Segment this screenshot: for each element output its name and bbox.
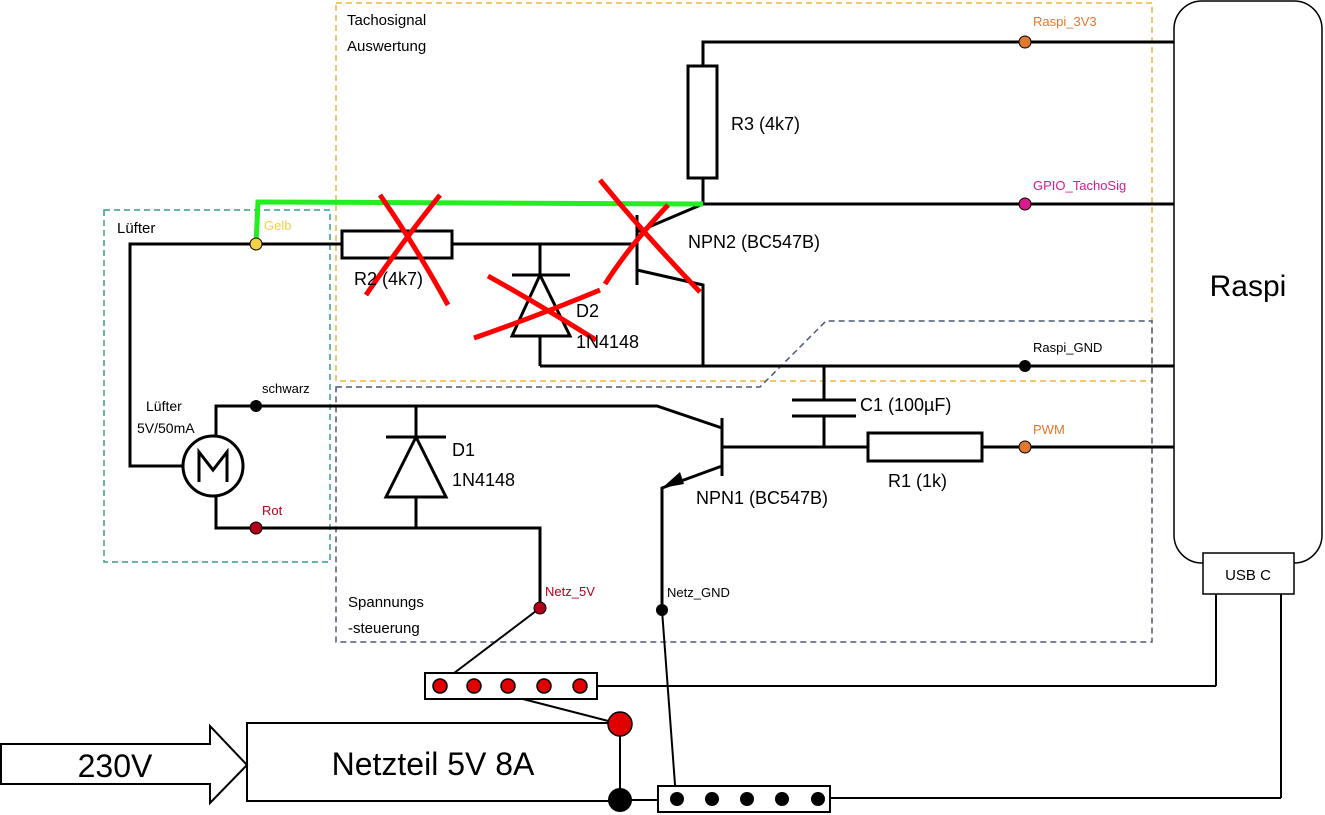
label-d1-type: 1N4148	[452, 470, 515, 490]
label-fan-name: Lüfter	[146, 398, 182, 414]
spannung-title-line2: -steuerung	[348, 620, 420, 637]
terminal-gnd-dots	[670, 792, 825, 806]
terminal-5v-dots	[432, 678, 588, 694]
cross-npn2	[598, 178, 702, 294]
fan-region-title: Lüfter	[117, 220, 155, 237]
label-d2-type: 1N4148	[576, 332, 639, 352]
label-netz-gnd: Netz_GND	[667, 585, 730, 600]
c1-capacitor	[792, 398, 856, 418]
label-fan-rating: 5V/50mA	[137, 420, 195, 436]
pin-gelb	[249, 237, 263, 251]
label-pwm: PWM	[1033, 422, 1065, 437]
input-label: 230V	[78, 748, 153, 784]
tacho-title-line1: Tachosignal	[347, 12, 426, 29]
label-npn1: NPN1 (BC547B)	[696, 488, 828, 508]
fan-motor	[181, 434, 245, 498]
cross-r2	[363, 193, 451, 307]
label-d1-name: D1	[452, 440, 475, 460]
netzteil-minus-terminal	[608, 788, 632, 812]
label-raspi-gnd: Raspi_GND	[1033, 340, 1102, 355]
label-d2-name: D2	[576, 301, 599, 321]
spannung-region	[335, 320, 1153, 643]
input-arrow	[0, 723, 249, 806]
cross-d2	[473, 273, 601, 343]
pin-raspi-3v3	[1018, 35, 1032, 49]
raspi-label: Raspi	[1210, 270, 1287, 303]
usb-c-port	[1202, 552, 1295, 595]
label-r1: R1 (1k)	[888, 471, 947, 491]
label-netz-5v: Netz_5V	[545, 584, 595, 599]
usb-c-label: USB C	[1225, 567, 1271, 584]
label-r2: R2 (4k7)	[354, 269, 423, 289]
pin-raspi-gnd	[1019, 360, 1031, 372]
r1-resistor	[866, 431, 984, 463]
green-rewire	[253, 199, 704, 245]
netzteil-block	[246, 722, 621, 802]
tacho-region	[335, 2, 1153, 382]
r3-resistor	[686, 64, 719, 180]
pin-netz-gnd	[656, 604, 668, 616]
power-wires	[128, 242, 1174, 610]
spannung-title-line1: Spannungs	[348, 594, 424, 611]
label-npn2: NPN2 (BC547B)	[688, 232, 820, 252]
netzteil-label: Netzteil 5V 8A	[332, 746, 535, 782]
label-r3: R3 (4k7)	[731, 114, 800, 134]
label-schwarz: schwarz	[262, 381, 310, 396]
pin-rot	[249, 521, 263, 535]
label-raspi-3v3: Raspi_3V3	[1033, 14, 1097, 29]
tacho-title-line2: Auswertung	[347, 38, 426, 55]
fan-region	[103, 209, 331, 563]
d1-diode	[383, 433, 449, 499]
pin-pwm	[1018, 440, 1032, 454]
pin-netz-5v	[533, 601, 547, 615]
label-rot: Rot	[262, 503, 283, 518]
pin-schwarz	[250, 400, 262, 412]
label-c1: C1 (100µF)	[860, 395, 951, 415]
netzteil-plus-terminal	[607, 711, 633, 737]
label-gpio-tacho: GPIO_TachoSig	[1033, 178, 1126, 193]
pin-gpio-tacho	[1018, 197, 1032, 211]
label-gelb: Gelb	[264, 218, 291, 233]
